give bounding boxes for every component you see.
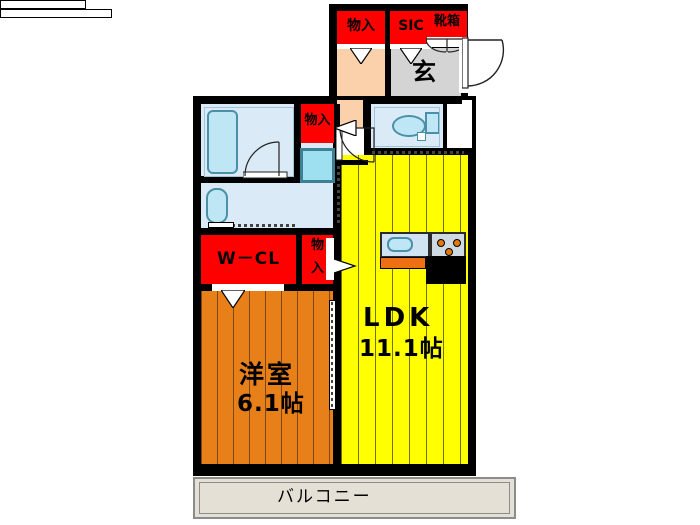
burner-icon: [437, 239, 445, 247]
western-window-divider: [289, 465, 290, 476]
sic-door-opening: [390, 44, 432, 49]
monoiri-top-door-opening: [337, 44, 385, 49]
ldk-right-wall-slot: [462, 100, 472, 148]
storage-monoiri-top-label: 物入: [347, 18, 375, 34]
wall-ldk-partition: [334, 155, 341, 468]
hall-slide-arrow-icon: [334, 120, 357, 136]
bathroom-door-icon[interactable]: [243, 140, 293, 180]
storage-kutsubako-label: 靴箱: [433, 14, 460, 29]
storage-wcl-label: W－CL: [216, 249, 281, 269]
wash-basin: [206, 188, 228, 224]
entrance-tile: [391, 48, 461, 96]
ldk-window[interactable]: [0, 9, 112, 18]
balcony-inner-border: [199, 482, 510, 514]
storage-monoiri-ldk-label-a: 物: [310, 238, 324, 253]
stove-unit: [430, 232, 466, 258]
entrance-door-icon[interactable]: [462, 36, 514, 96]
wall-wcl-right: [296, 235, 302, 290]
wall-bath-bottom: [201, 176, 301, 183]
toilet-room-outline: [374, 107, 440, 147]
storage-monoiri-top[interactable]: [337, 11, 385, 44]
ldk-floor-bottom: [341, 455, 468, 464]
wall-hall-bottom: [333, 160, 368, 165]
storage-kutsubako[interactable]: [427, 11, 467, 37]
kitchen-sink-bowl: [387, 237, 413, 252]
storage-monoiri-ldk-label-b: 入: [310, 261, 324, 276]
kitchen-appliance-block: [426, 256, 466, 284]
burner-icon: [445, 248, 453, 256]
wcl-door-opening[interactable]: [212, 284, 284, 291]
ldk-floor: [341, 155, 468, 468]
storage-monoiri-hall-label: 物入: [304, 113, 331, 128]
western-room-size-label: 6.1帖: [237, 391, 305, 417]
sliding-door-track: [331, 302, 333, 408]
ldk-size-label: 11.1帖: [359, 336, 444, 362]
western-room-floor: [201, 290, 333, 468]
balcony-label: バルコニー: [277, 487, 372, 507]
washroom-opening-track: [232, 224, 296, 227]
western-room-window[interactable]: [0, 0, 86, 9]
balcony-area: [193, 477, 516, 519]
washroom-door-panel[interactable]: [208, 222, 234, 228]
wall-bath-right: [294, 104, 301, 183]
storage-sic-label: SIC: [398, 18, 424, 34]
toilet-paper-holder: [417, 132, 426, 141]
storage-walk-in-closet[interactable]: [201, 235, 296, 284]
burner-icon: [453, 239, 461, 247]
storage-sic[interactable]: [390, 11, 432, 44]
washing-machine-space: [300, 148, 335, 183]
wall-bottom-band: [193, 462, 476, 476]
kitchen-counter-front: [380, 257, 426, 269]
ldk-window-divider: [410, 465, 411, 476]
ldk-top-opening-track: [372, 151, 464, 154]
ldk-name-label: LDK: [363, 303, 434, 333]
western-room-floor-bottom: [201, 455, 333, 464]
storage-monoiri-hall[interactable]: [301, 104, 334, 143]
monoiri-top-open-marker: [350, 48, 372, 64]
monoiri-ldk-door-opening[interactable]: [326, 238, 334, 280]
ldk-left-dotted-partition: [337, 166, 340, 226]
wall-toilet-left: [364, 104, 371, 150]
wcl-open-marker: [221, 290, 245, 308]
wall-wcl-top: [201, 228, 333, 235]
bathtub: [207, 110, 238, 174]
entrance-label: 玄: [412, 58, 436, 86]
sic-open-marker: [400, 48, 422, 64]
western-room-name-label: 洋室: [239, 360, 296, 389]
ldk-entry-arrow-icon[interactable]: [331, 258, 357, 274]
